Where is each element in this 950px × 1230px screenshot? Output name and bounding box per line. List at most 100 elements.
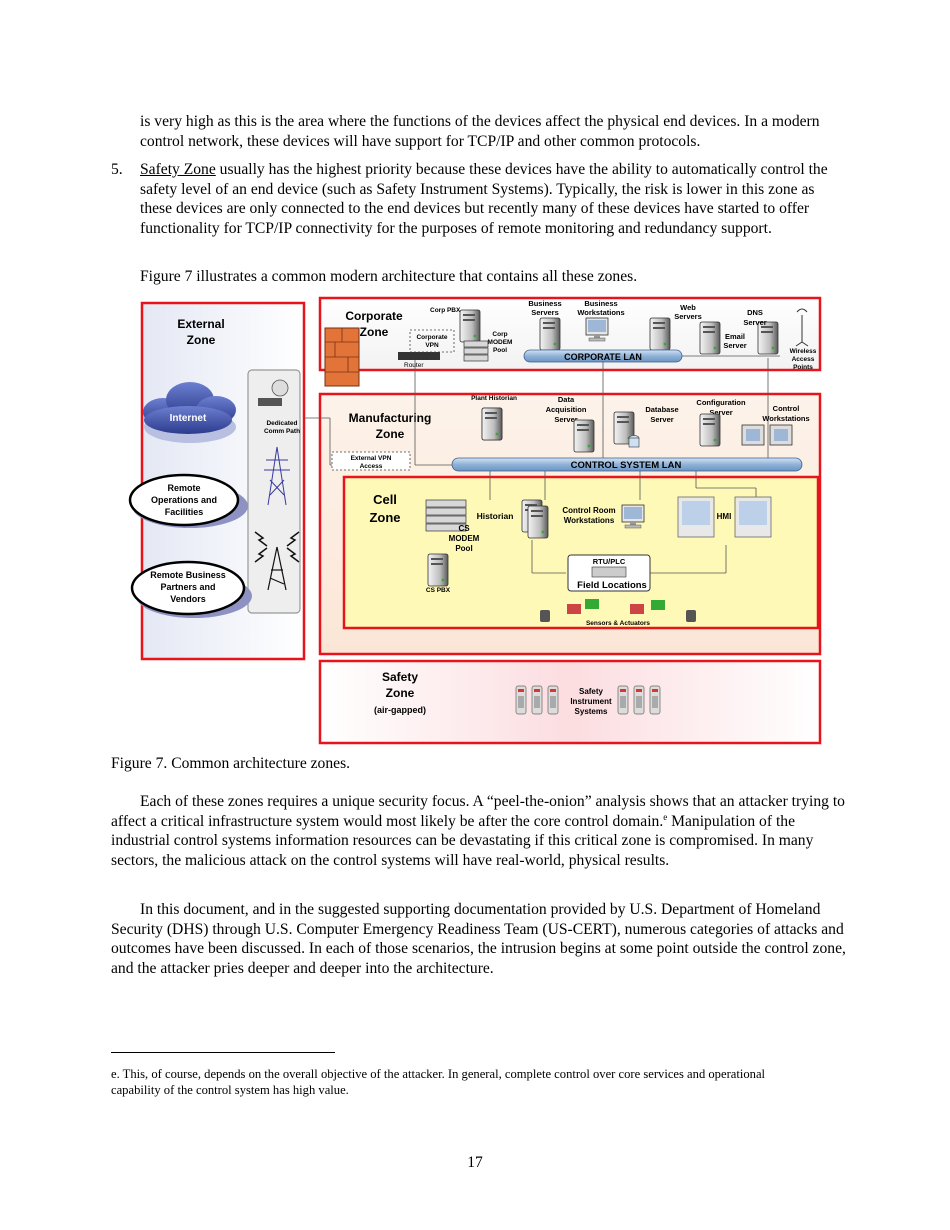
firewall-icon <box>324 327 360 387</box>
safety-zone-box <box>318 659 822 745</box>
cell-zone-label-2: Zone <box>369 510 400 525</box>
router-icon <box>398 352 440 360</box>
business-workstations-label-1: Business <box>584 299 617 308</box>
paragraph-peel-the-onion: Each of these zones requires a unique se… <box>111 792 846 871</box>
transmission-tower-icon <box>264 446 290 506</box>
configuration-server-icon <box>699 413 721 447</box>
database-server-label-1: Database <box>645 405 678 414</box>
rtu-plc-icon <box>591 566 627 578</box>
dns-server-label-2: Server <box>743 318 766 327</box>
corp-modem-label-2: MODEM <box>488 339 513 346</box>
business-servers-icon <box>539 317 561 351</box>
sis-label-2: Instrument <box>570 697 612 706</box>
data-acquisition-label-1: Data <box>558 395 575 404</box>
list-number-5: 5. <box>111 161 123 178</box>
corporate-vpn-label-1: Corporate <box>416 334 447 341</box>
business-servers-label-2: Servers <box>531 308 559 317</box>
web-servers-label-2: Servers <box>674 312 702 321</box>
data-acquisition-label-3: Server <box>554 415 577 424</box>
configuration-server-label-1: Configuration <box>696 398 746 407</box>
data-acquisition-server-icon <box>573 419 595 453</box>
comm-path-label-1: Dedicated <box>266 420 297 427</box>
historian-icon <box>521 499 549 539</box>
figure-caption: Figure 7. Common architecture zones. <box>111 755 351 772</box>
business-workstations-label-2: Workstations <box>577 308 624 317</box>
rtu-plc-label: RTU/PLC <box>593 557 626 566</box>
remote-partners-label-2: Partners and <box>160 582 215 592</box>
plant-historian-label: Plant Historian <box>471 395 517 402</box>
corporate-zone-label-2: Zone <box>360 325 389 339</box>
control-room-label-2: Workstations <box>564 516 615 525</box>
control-system-lan-bar <box>451 457 803 472</box>
footnote-reference[interactable]: e <box>663 811 668 822</box>
remote-partners-ellipse <box>130 560 246 616</box>
comm-path-label-2: Comm Path <box>264 428 300 435</box>
safety-zone-label-2: Zone <box>386 686 415 700</box>
satellite-dish-icon <box>258 379 289 406</box>
corp-pbx-label: Corp PBX <box>430 307 461 314</box>
corp-modem-label-3: Pool <box>493 347 507 354</box>
field-locations-label: Field Locations <box>577 580 647 591</box>
business-servers-label-1: Business <box>528 299 561 308</box>
data-acquisition-label-2: Acquisition <box>546 405 587 414</box>
radio-tower-icon <box>254 531 300 591</box>
footnote-text: e. This, of course, depends on the overa… <box>111 1067 766 1097</box>
paragraph-a-part-2: Manipulation of the industrial control s… <box>111 812 814 870</box>
corporate-lan-label: CORPORATE LAN <box>564 352 642 362</box>
router-label: Router <box>404 362 424 369</box>
footnote-divider <box>111 1052 335 1053</box>
plant-historian-icon <box>481 407 503 441</box>
internet-cloud-icon <box>143 382 236 443</box>
database-server-icon <box>613 411 640 448</box>
sis-label-1: Safety <box>579 687 604 696</box>
email-server-label-1: Email <box>725 332 745 341</box>
configuration-server-label-2: Server <box>709 408 732 417</box>
list-item-safety-zone: Safety Zone usually has the highest prio… <box>140 160 845 239</box>
corporate-vpn-box <box>409 329 455 353</box>
cs-modem-label-2: MODEM <box>449 534 480 543</box>
dns-server-label-1: DNS <box>747 308 763 317</box>
corp-pbx-icon <box>459 309 481 343</box>
control-system-lan-label: CONTROL SYSTEM LAN <box>571 460 682 471</box>
manufacturing-zone-label-2: Zone <box>376 427 405 441</box>
external-vpn-box <box>331 451 411 471</box>
external-vpn-label-2: Access <box>360 463 383 470</box>
corp-modem-label-1: Corp <box>492 331 507 338</box>
web-servers-icon <box>649 317 671 351</box>
corporate-vpn-label-2: VPN <box>425 342 439 349</box>
remote-partners-label-1: Remote Business <box>150 570 226 580</box>
paragraph-dhs: In this document, and in the suggested s… <box>111 901 846 978</box>
cs-modem-label-3: Pool <box>455 544 472 553</box>
dedicated-comm-path-panel <box>247 369 301 614</box>
sensors-actuators-icons <box>540 599 696 622</box>
external-vpn-label-1: External VPN <box>351 455 392 462</box>
cs-modem-label-1: CS <box>458 524 470 533</box>
hmi-screen-icon <box>677 496 772 538</box>
safety-zone-label-3: (air-gapped) <box>374 705 426 715</box>
remote-operations-label-2: Operations and <box>151 495 217 505</box>
external-zone-label-2: Zone <box>187 333 216 347</box>
figure-intro: Figure 7 illustrates a common modern arc… <box>140 268 638 285</box>
remote-operations-label-1: Remote <box>167 483 200 493</box>
internet-label: Internet <box>170 413 207 424</box>
wireless-label-2: Access <box>792 356 815 363</box>
cs-modem-pool-icon <box>425 499 467 532</box>
database-server-label-2: Server <box>650 415 673 424</box>
remote-partners-label-3: Vendors <box>170 594 206 604</box>
cell-zone-label-1: Cell <box>373 492 397 507</box>
cs-pbx-label: CS PBX <box>426 587 451 594</box>
wireless-label-3: Points <box>793 364 813 371</box>
paragraph-top: is very high as this is the area where t… <box>140 113 820 150</box>
safety-zone-term: Safety Zone <box>140 161 216 178</box>
wireless-label-1: Wireless <box>790 348 817 355</box>
remote-operations-ellipse <box>128 473 240 527</box>
external-zone-label-1: External <box>177 317 224 331</box>
architecture-figure: External Zone Corporate Zone Manufacturi… <box>128 296 822 745</box>
email-server-icon <box>699 321 721 355</box>
cs-pbx-icon <box>427 553 449 587</box>
control-workstations-label-1: Control <box>773 404 800 413</box>
hmi-label: HMI <box>717 512 732 521</box>
control-workstations-icon <box>741 424 793 446</box>
corporate-zone-label-1: Corporate <box>345 309 403 323</box>
safety-zone-label-1: Safety <box>382 670 418 684</box>
